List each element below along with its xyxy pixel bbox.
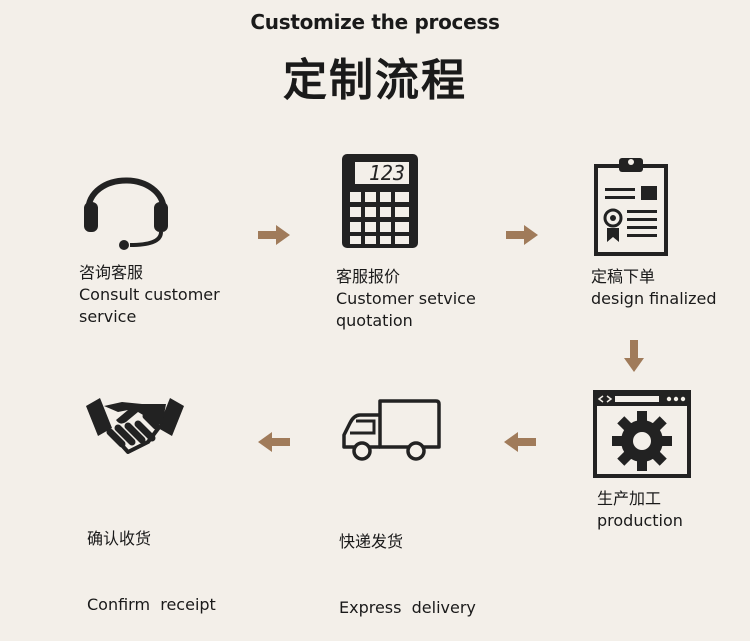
step-label-en: Confirm receipt xyxy=(87,595,216,614)
headset-icon xyxy=(84,177,168,250)
step-label-cn: 确认收货 xyxy=(87,529,152,548)
step-label-consult: 咨询客服 Consult customer service xyxy=(79,262,220,328)
calculator-display: 123 xyxy=(369,161,405,185)
step-label-cn: 快递发货 xyxy=(339,532,404,551)
step-label-en: quotation xyxy=(336,311,413,330)
step-label-cn: 生产加工 xyxy=(597,489,662,508)
step-label-receipt: 确认收货 Confirm receipt xyxy=(87,484,216,638)
step-label-en: service xyxy=(79,307,137,326)
step-label-en: design finalized xyxy=(591,289,717,308)
arrow-left-icon xyxy=(504,432,536,452)
step-label-design: 定稿下单 design finalized xyxy=(591,266,716,310)
step-label-en: production xyxy=(597,511,683,530)
step-label-quotation: 客服报价 Customer setvice quotation xyxy=(336,266,476,332)
title-chinese: 定制流程 xyxy=(283,55,467,106)
step-label-production: 生产加工 production xyxy=(597,488,683,532)
arrow-right-icon xyxy=(258,225,290,245)
delivery-truck-icon xyxy=(342,399,441,461)
step-label-cn: 客服报价 xyxy=(336,267,401,286)
title-english: Customize the process xyxy=(250,10,500,34)
step-label-cn: 咨询客服 xyxy=(79,263,144,282)
step-label-en: Consult customer xyxy=(79,285,220,304)
arrow-right-icon xyxy=(506,225,538,245)
gear-window-icon xyxy=(593,390,691,478)
handshake-icon xyxy=(86,398,184,454)
clipboard-document-icon xyxy=(594,158,668,256)
step-label-en: Express delivery xyxy=(339,598,476,617)
calculator-icon: 123 xyxy=(342,154,418,248)
step-label-en: Customer setvice xyxy=(336,289,476,308)
arrow-left-icon xyxy=(258,432,290,452)
step-label-delivery: 快递发货 Express delivery xyxy=(339,487,476,641)
arrow-down-icon xyxy=(624,340,644,372)
step-label-cn: 定稿下单 xyxy=(591,267,656,286)
